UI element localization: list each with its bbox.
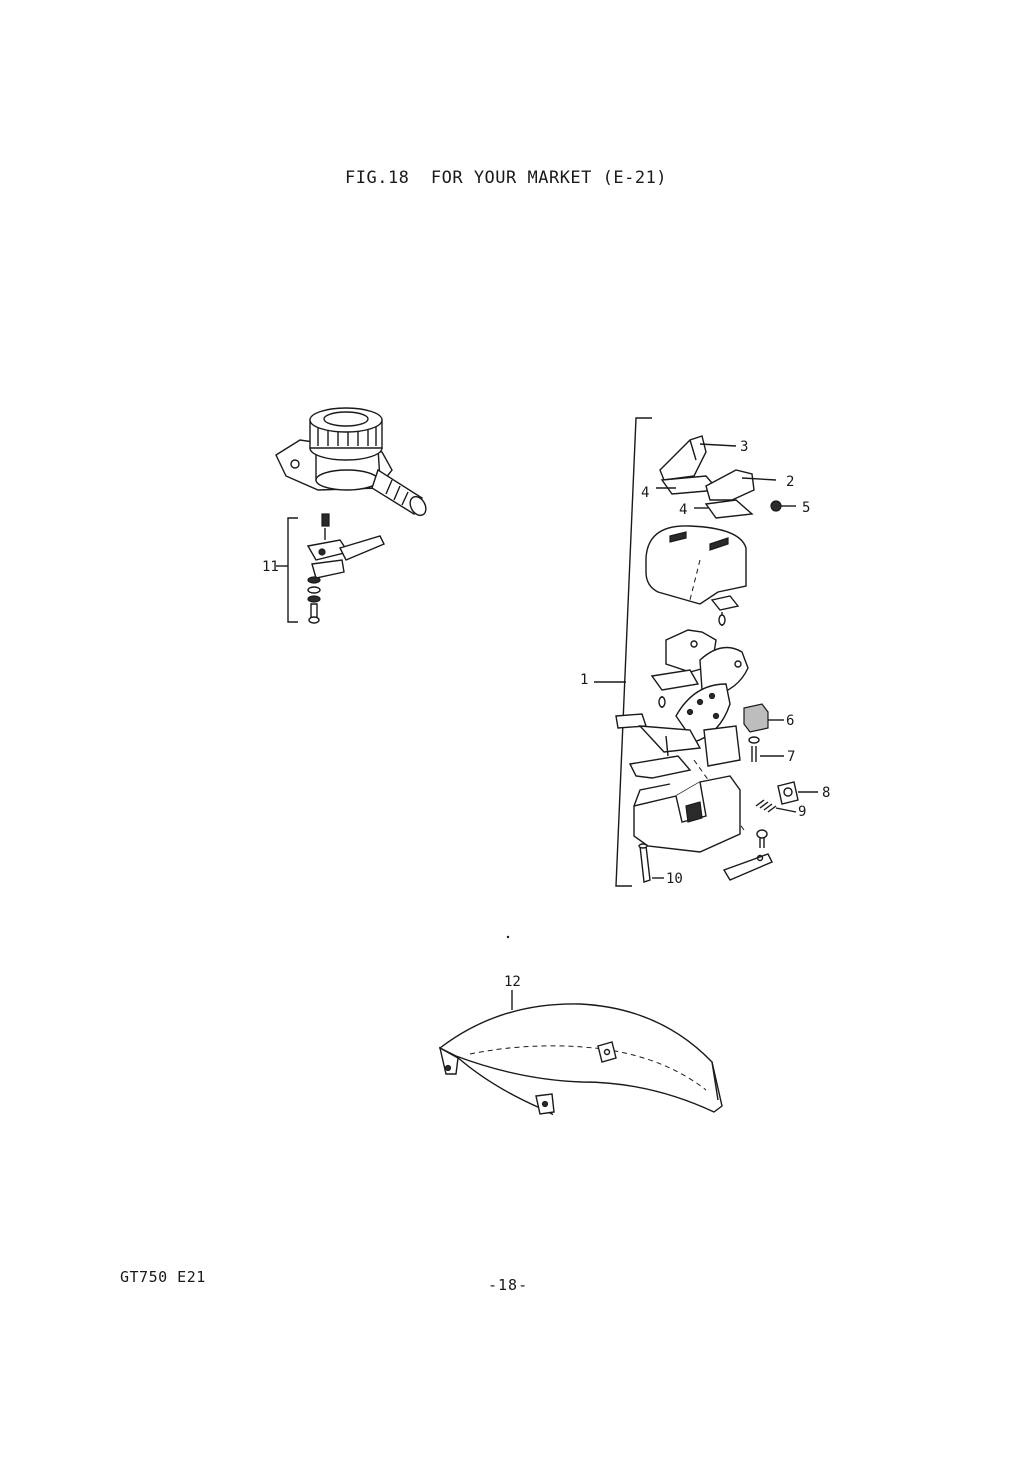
front-fender-12 bbox=[438, 990, 723, 1115]
callout-8: 8 bbox=[822, 785, 830, 801]
page-number: -18- bbox=[488, 1276, 529, 1294]
callout-12: 12 bbox=[504, 974, 521, 990]
callout-4a: 4 bbox=[641, 485, 649, 501]
handlebar-switch-assembly bbox=[594, 417, 818, 887]
callout-11: 11 bbox=[262, 559, 279, 575]
callout-9: 9 bbox=[798, 804, 806, 820]
bracket-hardware-11 bbox=[276, 513, 385, 624]
callout-4b: 4 bbox=[679, 502, 687, 518]
figure-title: FIG.18 FOR YOUR MARKET (E-21) bbox=[345, 168, 668, 188]
callout-10: 10 bbox=[666, 871, 683, 887]
callout-5: 5 bbox=[802, 500, 810, 516]
callout-1: 1 bbox=[580, 672, 588, 688]
callout-6: 6 bbox=[786, 713, 794, 729]
tank-fitting-assembly bbox=[275, 407, 427, 517]
callout-3: 3 bbox=[740, 439, 748, 455]
callout-2: 2 bbox=[786, 474, 794, 490]
model-code: GT750 E21 bbox=[120, 1268, 206, 1286]
callout-7: 7 bbox=[787, 749, 795, 765]
stray-mark bbox=[506, 935, 510, 939]
